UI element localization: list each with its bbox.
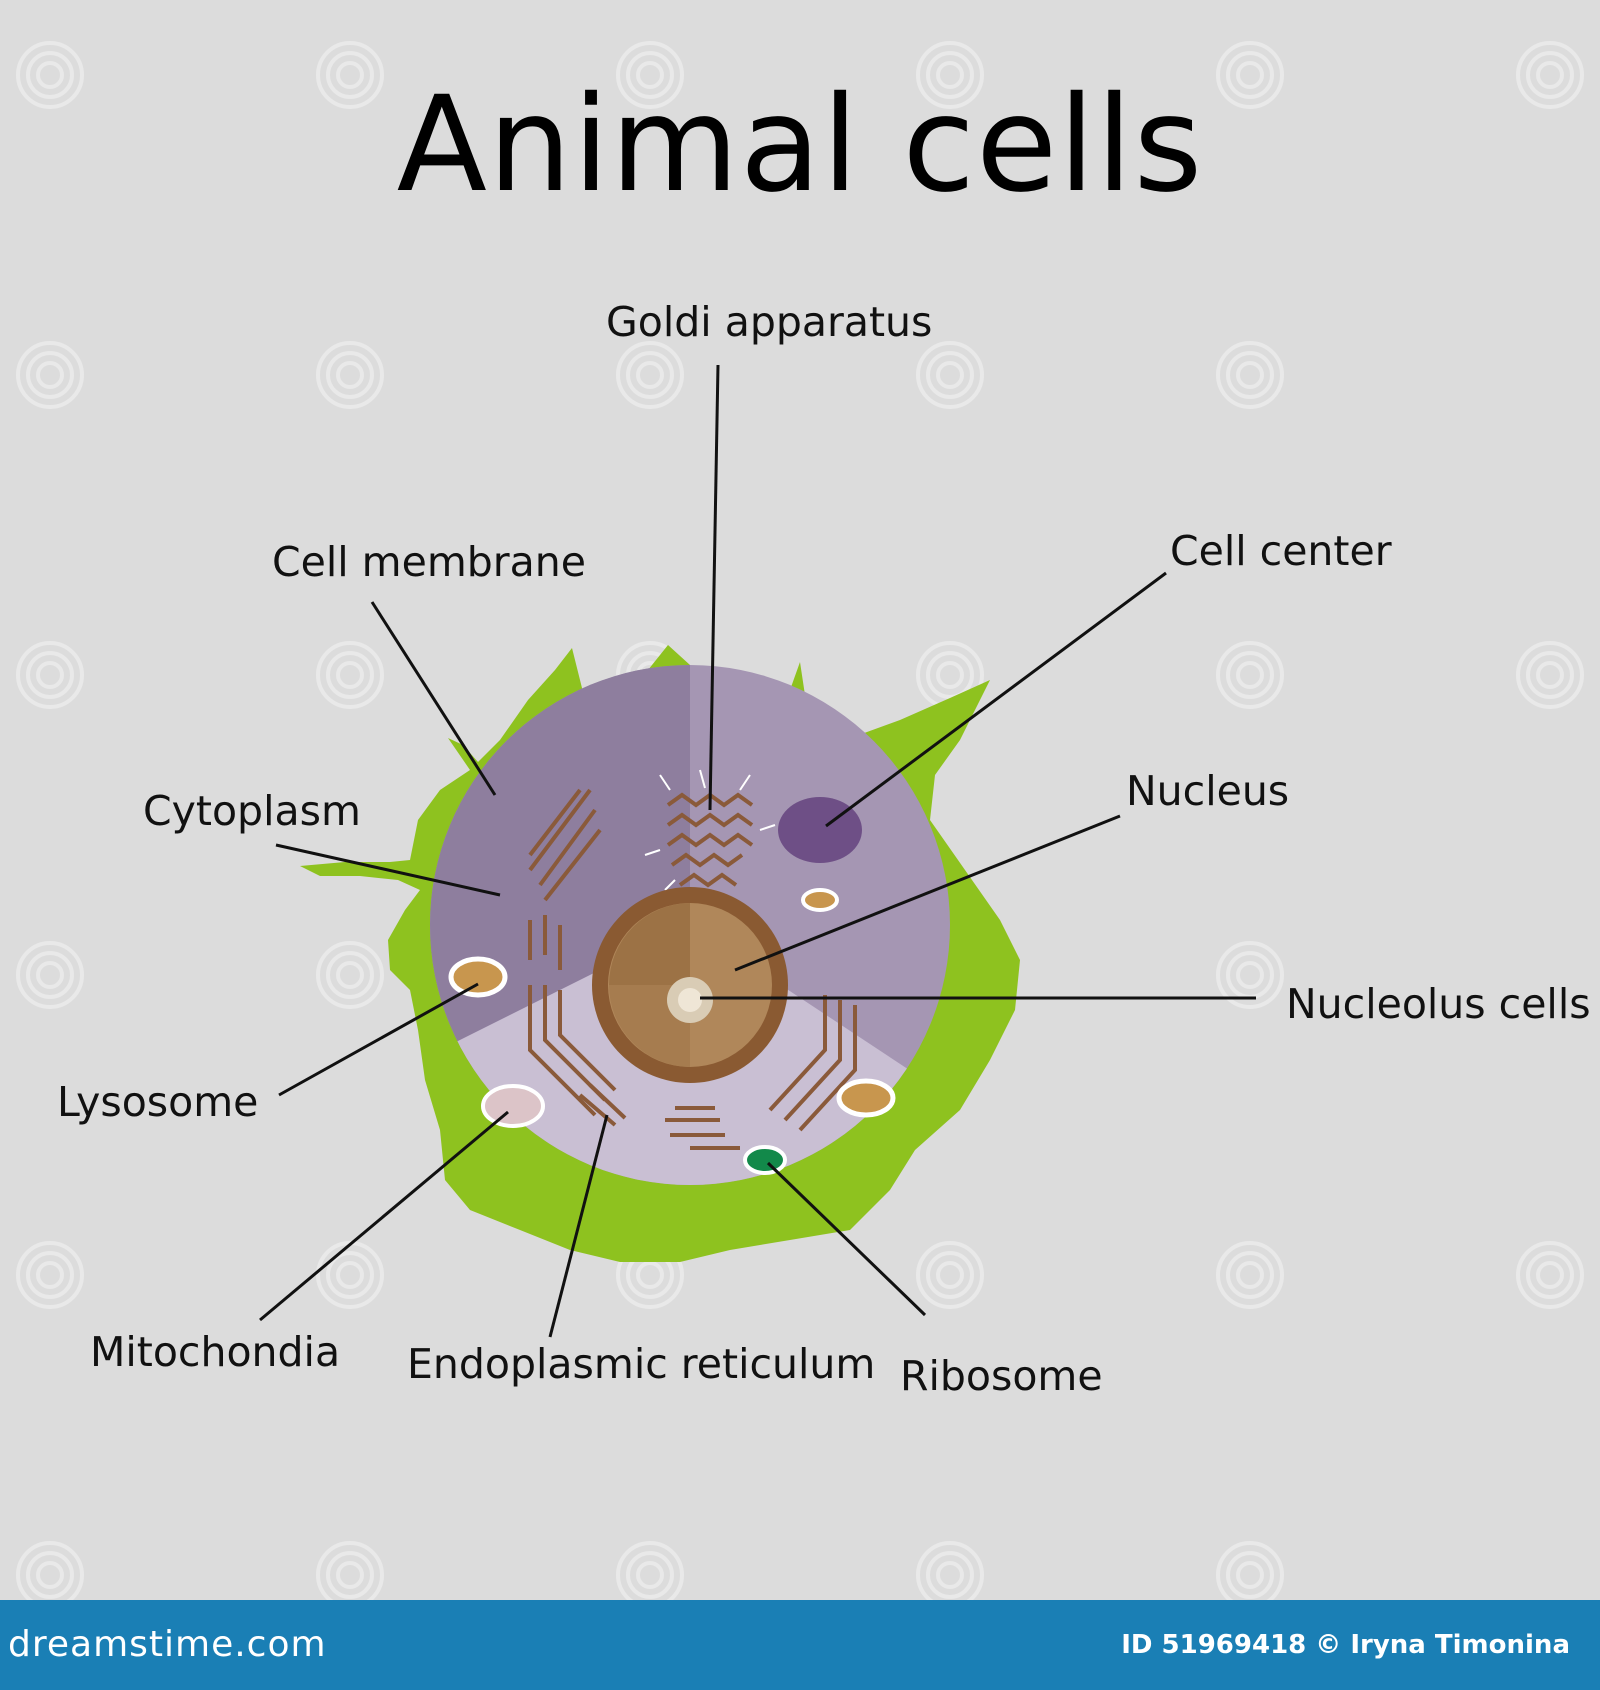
footer-bar: dreamstime.com ID 51969418 © Iryna Timon… xyxy=(0,1600,1600,1690)
watermark-spiral-icon xyxy=(316,941,384,1009)
leader-endoplasmic-reticulum xyxy=(548,1114,609,1338)
watermark-spiral-icon xyxy=(1216,1541,1284,1600)
label-cytoplasm: Cytoplasm xyxy=(143,787,361,835)
leader-cell-membrane xyxy=(370,601,497,796)
leader-golgi xyxy=(708,364,720,811)
leader-cell-center xyxy=(825,571,1167,828)
label-nucleolus-cells: Nucleolus cells xyxy=(1286,980,1591,1028)
small-vesicle-shape xyxy=(801,888,839,912)
animal-cell-diagram xyxy=(16,41,1584,1600)
watermark-spiral-icon xyxy=(616,41,684,109)
watermark-spiral-icon xyxy=(16,1541,84,1600)
leader-lines xyxy=(259,364,1256,1338)
watermark-spiral-icon xyxy=(916,41,984,109)
mitochondria-shape xyxy=(481,1084,545,1128)
leader-mitochondia xyxy=(259,1110,509,1322)
lysosome-shape xyxy=(448,956,508,998)
watermark-spiral-icon xyxy=(1516,41,1584,109)
label-nucleus: Nucleus xyxy=(1126,767,1290,815)
leader-ribosome xyxy=(766,1161,927,1317)
watermark-spiral-icon xyxy=(1216,41,1284,109)
watermark-spiral-icon xyxy=(616,341,684,409)
watermark-spiral-icon xyxy=(16,341,84,409)
leader-lysosome xyxy=(278,982,479,1097)
right-vesicle-shape xyxy=(836,1078,896,1118)
watermark-layer xyxy=(16,41,1584,1600)
watermark-spiral-icon xyxy=(316,1241,384,1309)
watermark-spiral-icon xyxy=(16,941,84,1009)
label-ribosome: Ribosome xyxy=(900,1352,1103,1400)
label-goldi-apparatus: Goldi apparatus xyxy=(606,298,933,346)
label-cell-center: Cell center xyxy=(1170,527,1392,575)
watermark-spiral-icon xyxy=(1216,641,1284,709)
leader-nucleus xyxy=(734,814,1121,972)
watermark-spiral-icon xyxy=(316,41,384,109)
label-cell-membrane: Cell membrane xyxy=(272,538,586,586)
label-lysosome: Lysosome xyxy=(57,1078,259,1126)
ribosome-shape xyxy=(743,1145,787,1175)
watermark-spiral-icon xyxy=(16,41,84,109)
watermark-spiral-icon xyxy=(1516,641,1584,709)
watermark-spiral-icon xyxy=(316,341,384,409)
diagram-title: Animal cells xyxy=(396,68,1204,222)
label-endoplasmic-reticulum: Endoplasmic reticulum xyxy=(407,1340,876,1388)
watermark-spiral-icon xyxy=(16,641,84,709)
watermark-spiral-icon xyxy=(16,1241,84,1309)
watermark-spiral-icon xyxy=(916,1541,984,1600)
nucleus-shape xyxy=(592,887,788,1083)
watermark-spiral-icon xyxy=(316,1541,384,1600)
endoplasmic-reticulum-shape xyxy=(528,788,857,1150)
leader-cytoplasm xyxy=(275,843,501,897)
watermark-spiral-icon xyxy=(1516,1241,1584,1309)
watermark-spiral-icon xyxy=(1216,1241,1284,1309)
label-mitochondia: Mitochondia xyxy=(90,1328,341,1376)
watermark-spiral-icon xyxy=(916,1241,984,1309)
footer-brand[interactable]: dreamstime.com xyxy=(8,1624,327,1665)
watermark-spiral-icon xyxy=(616,1541,684,1600)
watermark-spiral-icon xyxy=(316,641,384,709)
footer-credit: ID 51969418 © Iryna Timonina xyxy=(1121,1630,1570,1660)
watermark-spiral-icon xyxy=(916,341,984,409)
watermark-spiral-icon xyxy=(1216,341,1284,409)
